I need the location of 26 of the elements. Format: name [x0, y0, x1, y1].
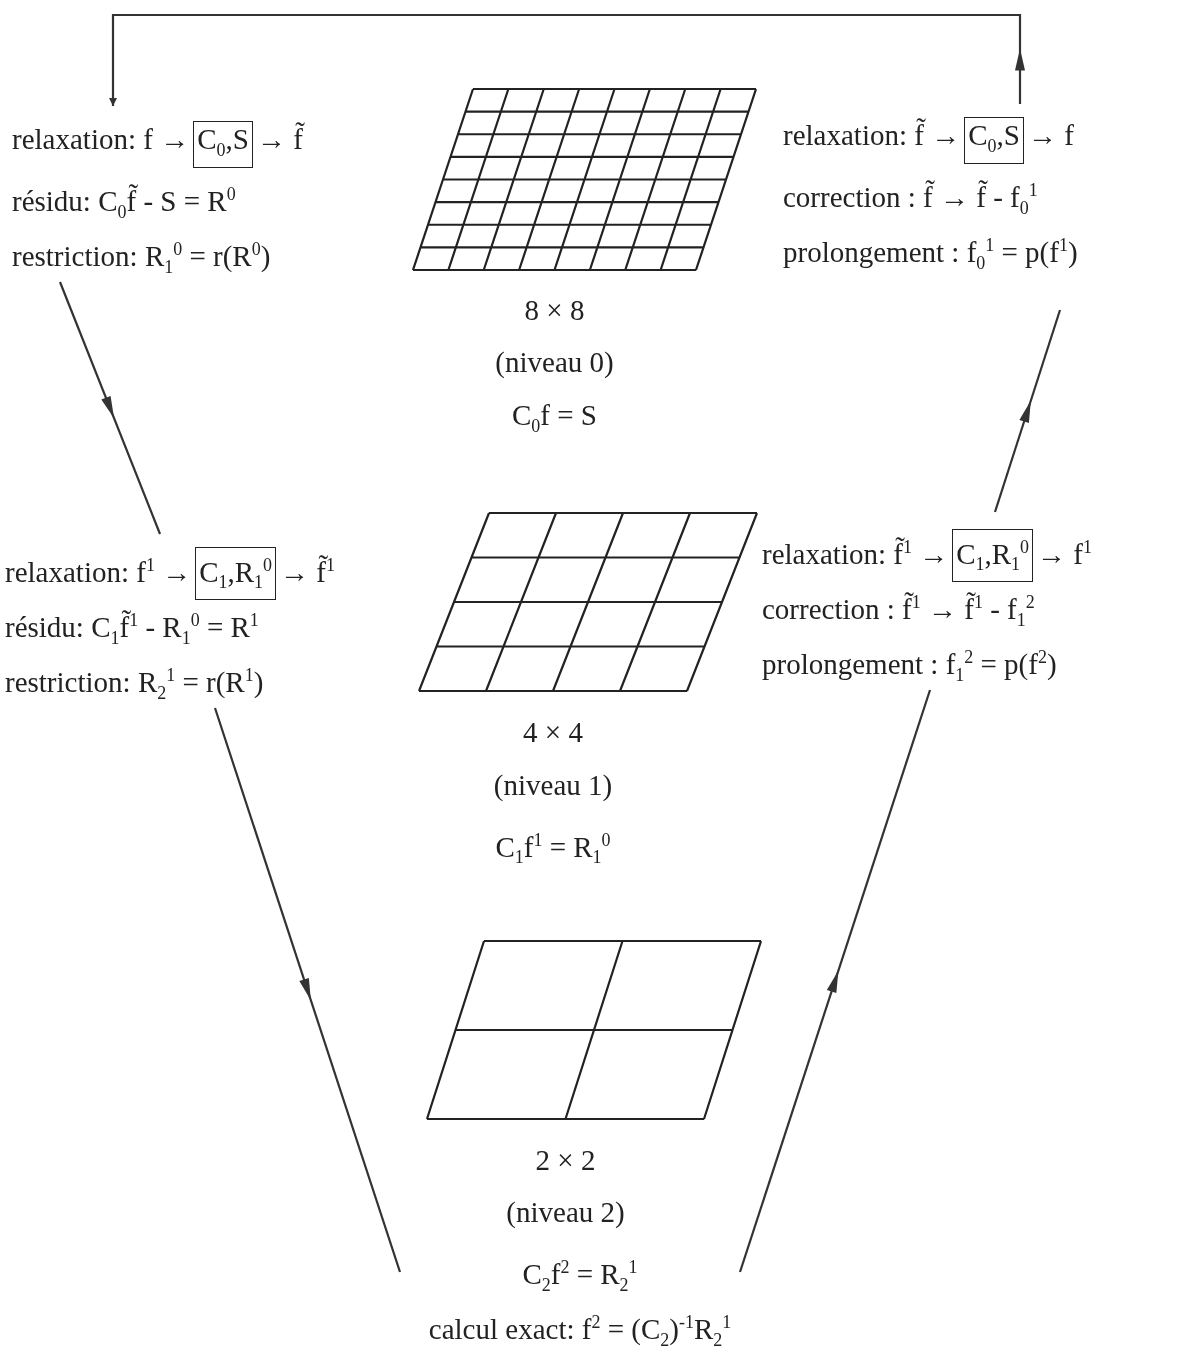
level-label: (niveau 0): [495, 345, 614, 380]
formula: relaxation: f →: [12, 123, 190, 155]
grid-drawing: [418, 512, 758, 692]
grid-size-label: 8 × 8: [524, 293, 585, 328]
formula: relaxation: f̃ →: [783, 119, 961, 151]
boxed-term: C$_{0}$,S: [964, 117, 1024, 164]
formula: → f$^{1}$: [1037, 537, 1092, 570]
level-label: (niveau 2): [506, 1195, 625, 1230]
formula: résidu: C$_{0}$f̃ - S = R$^{0}$: [12, 184, 236, 217]
grid-drawing: [412, 88, 757, 271]
formula: résidu: C$_{1}$f̃$^{1}$ - R$_{1}$$^{0}$ = R$^{1}$: [5, 610, 259, 643]
formula: → f̃: [256, 123, 303, 155]
formula: restriction: R$_{2}$$^{1}$ = r(R$^{1}$): [5, 665, 264, 698]
formula: → f̃$^{1}$: [280, 555, 335, 588]
formula: relaxation: f̃$^{1}$ →: [762, 537, 949, 570]
level-label: (niveau 1): [493, 768, 613, 803]
grid-size-label: 4 × 4: [523, 715, 583, 750]
formula: prolongement : f$_{0}$$^{1}$ = p(f$^{1}$): [783, 235, 1078, 268]
grid-drawing: [426, 940, 762, 1120]
formula: relaxation: f$^{1}$ →: [5, 555, 192, 588]
grid-size-label: 2 × 2: [535, 1143, 596, 1178]
formula: → f: [1027, 119, 1074, 151]
level-label: C$_{0}$f = S: [512, 398, 597, 438]
boxed-term: C$_{0}$,S: [193, 121, 253, 168]
formula: restriction: R$_{1}$$^{0}$ = r(R$^{0}$): [12, 239, 271, 272]
formula: prolongement : f$_{1}$$^{2}$ = p(f$^{2}$): [762, 647, 1057, 680]
